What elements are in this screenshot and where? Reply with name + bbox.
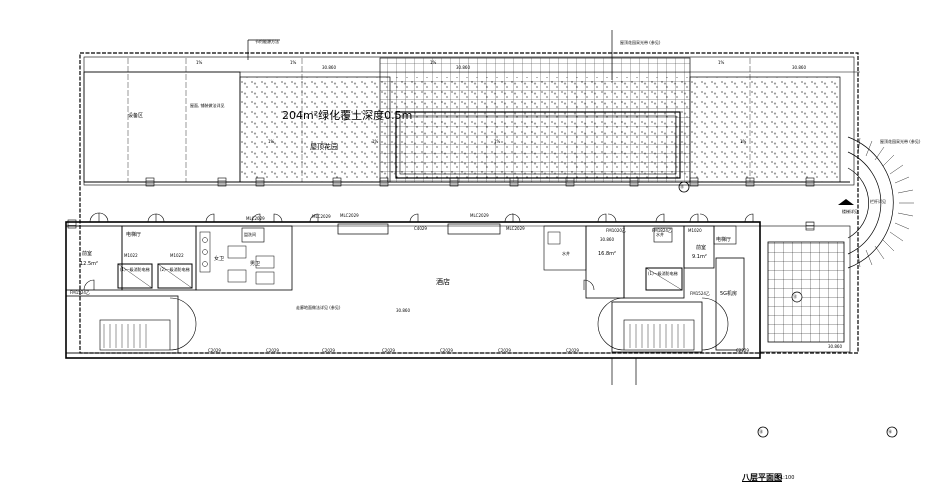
door-mark: FM1020乙: [606, 228, 626, 233]
window-mark: MLC2029: [246, 216, 265, 221]
window-mark: MLC2029: [506, 226, 525, 231]
skylight-grid: [379, 57, 691, 183]
axis-bubble-label: ⑬: [680, 184, 684, 189]
skylight-grid: [767, 241, 845, 343]
elevator-hall-left: 电梯厅: [126, 232, 142, 238]
window-mark: C2029: [322, 348, 335, 353]
roof-garden-area-label: 204m²绿化覆土深度0.5m: [282, 109, 413, 122]
door-mark: M1022: [170, 253, 184, 258]
stair-left-label: 前室: [82, 251, 93, 257]
slope-mark: 1%: [494, 139, 501, 144]
elevator-hall-right: 电梯厅: [716, 237, 732, 243]
stair-left-area: 12.5m²: [80, 261, 99, 267]
hotel-note: 走廊地面做法详见 (参见): [296, 305, 341, 310]
stair-mid-area: 16.8m²: [598, 251, 617, 257]
shaft-label: 水井: [562, 251, 570, 256]
machine-5g: 5G机房: [720, 291, 738, 297]
window-mark: C2229: [736, 348, 749, 353]
window-mark: C2029: [440, 348, 453, 353]
shaft2-label: 水井: [656, 232, 664, 237]
slope-mark: 1%: [740, 139, 747, 144]
axis-bubble-label: ⑬: [793, 294, 797, 299]
washroom-label: 盥洗间: [244, 232, 256, 237]
rail-note: 栏杆详见: [870, 199, 886, 204]
fire-elevator-3: (1)一级消防电梯: [648, 271, 678, 276]
storage-label: 设备区: [128, 113, 144, 119]
slope-mark: 1%: [290, 60, 297, 65]
level-mark: 30.860: [600, 237, 614, 242]
window-mark: C2029: [382, 348, 395, 353]
axis-bubble-label: ⑯: [888, 429, 892, 434]
window-mark: C2029: [266, 348, 279, 353]
level-mark: 30.860: [828, 344, 842, 349]
slope-mark: 1%: [430, 60, 437, 65]
door-mark: M1020: [688, 228, 702, 233]
window-mark: MLC2029: [340, 213, 359, 218]
stair-right-label: 前室: [696, 245, 707, 251]
drawing-scale: 1:100: [780, 475, 795, 481]
window-mark: C4029: [414, 226, 427, 231]
top-note: 屋顶花园采光带 (参见): [620, 40, 661, 45]
slope-mark: 1%: [268, 139, 275, 144]
toilet-female: 女卫: [214, 256, 225, 262]
drawing-title: 八层平面图: [742, 473, 782, 482]
top-note: 节约能源方法: [255, 39, 279, 44]
window-mark: MLC2029: [470, 213, 489, 218]
window-mark: C2029: [208, 348, 221, 353]
door-mark: FM1824乙: [652, 228, 672, 233]
door-mark: FM1524乙: [690, 291, 710, 296]
fire-elevator-2: (2)一级消防电梯: [160, 267, 190, 272]
slope-mark: 1%: [196, 60, 203, 65]
door-mark: FM1524乙: [70, 290, 90, 295]
stair-right-area: 9.1m²: [692, 254, 707, 260]
roof-garden-label: 屋顶花园: [310, 143, 338, 151]
storage-note: 屋面, 铺装做法详见: [190, 103, 225, 108]
roof-garden-zone: [239, 76, 391, 183]
window-mark: C2029: [566, 348, 579, 353]
level-mark: 30.860: [396, 308, 410, 313]
door-mark: M1022: [124, 253, 138, 258]
hotel-label: 酒店: [436, 278, 450, 286]
slope-mark: 1%: [718, 60, 725, 65]
fire-elevator-1: (1)一级消防电梯: [120, 267, 150, 272]
window-mark: MLC2029: [312, 214, 331, 219]
level-mark: 30.860: [792, 65, 806, 70]
toilet-male: 男卫: [250, 261, 261, 267]
level-mark: 30.860: [456, 65, 470, 70]
level-mark: 30.860: [322, 65, 336, 70]
stair-note: 楼梯详见: [842, 209, 858, 214]
spiral-note: 屋顶花园采光带 (参见): [880, 139, 921, 144]
roof-garden-zone: [689, 76, 841, 183]
axis-bubble-label: ⑮: [759, 429, 763, 434]
window-mark: C2029: [498, 348, 511, 353]
slope-mark: 1%: [372, 139, 379, 144]
